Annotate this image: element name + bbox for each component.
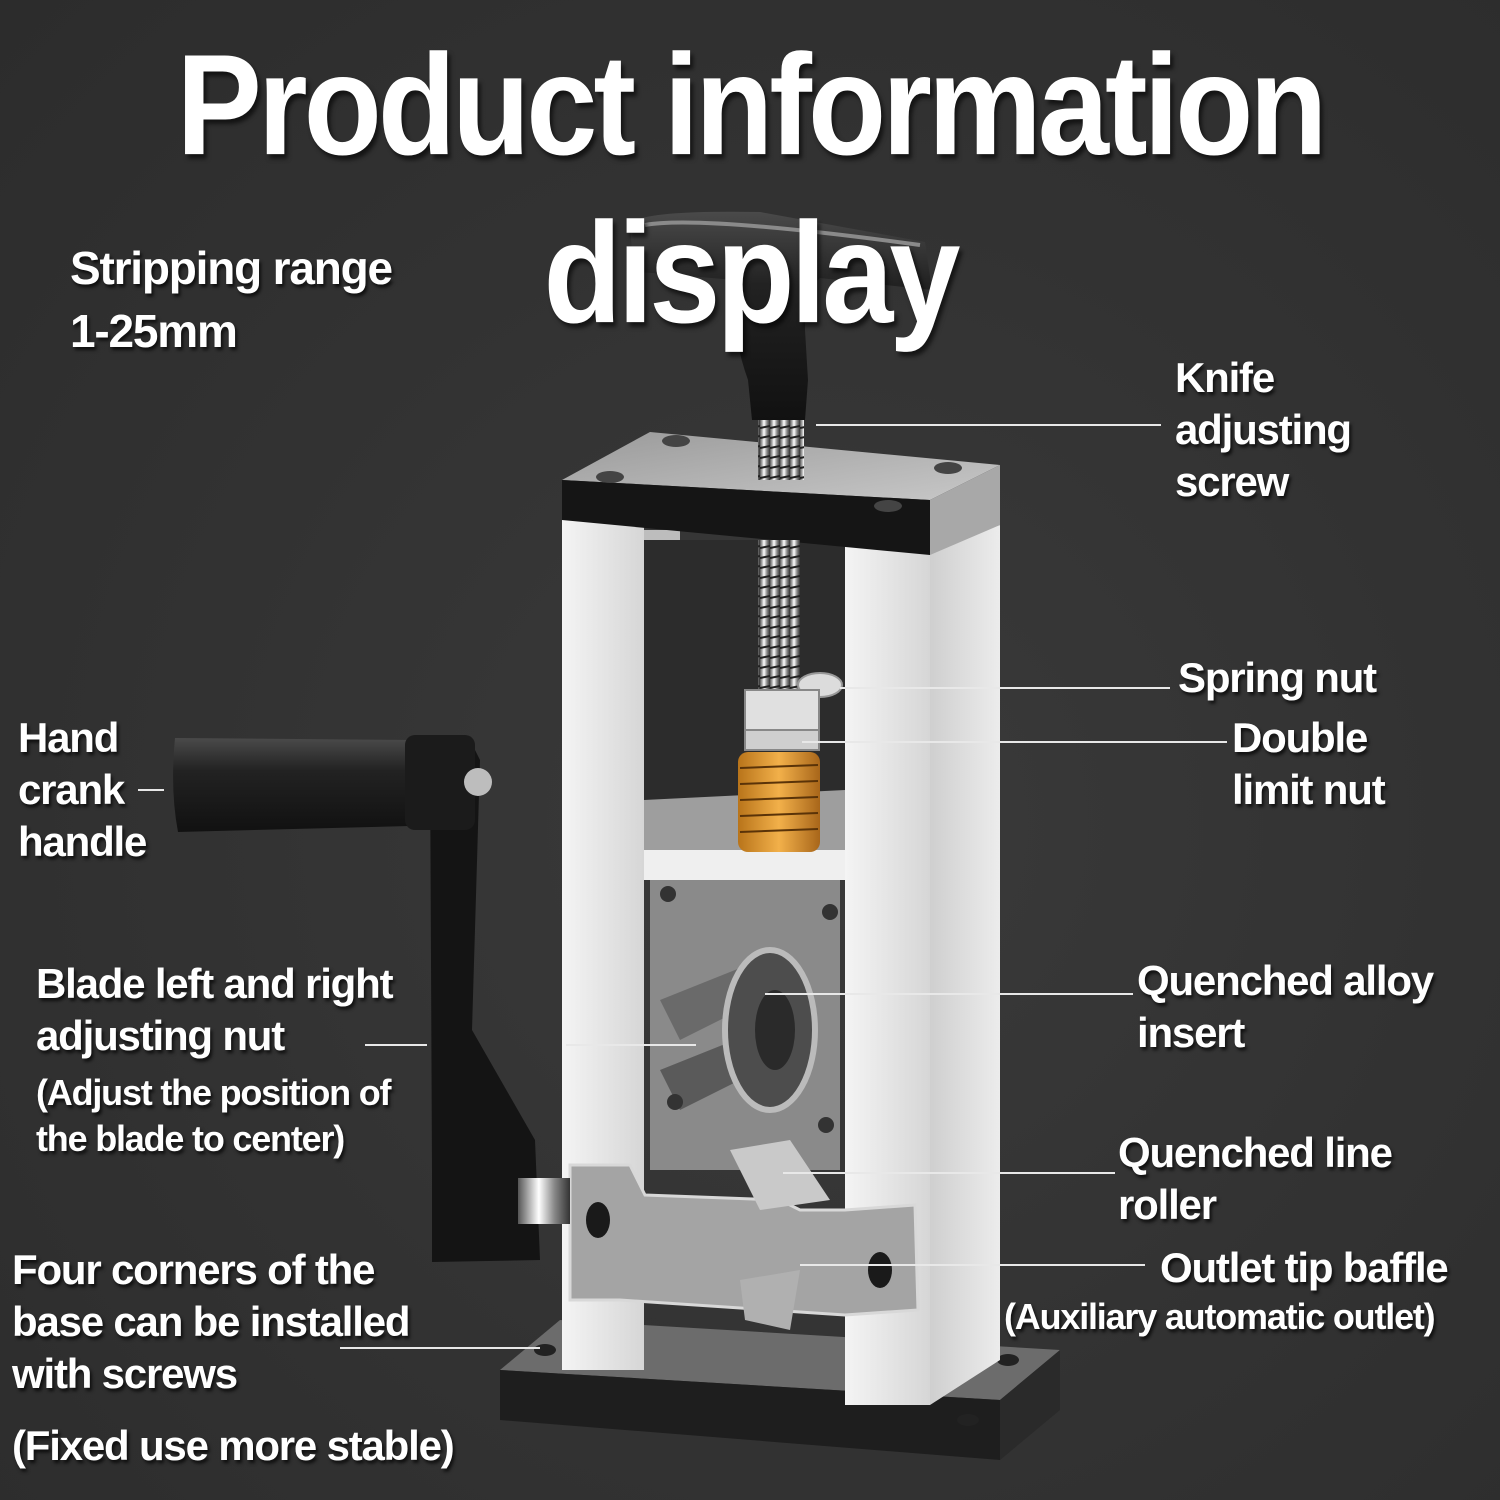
t-handle-knob bbox=[631, 211, 932, 420]
hand-crank bbox=[173, 735, 570, 1262]
leader-line bbox=[365, 1044, 427, 1046]
leader-line bbox=[800, 1264, 1145, 1266]
callout-double-limit-nut: Double limit nut bbox=[1232, 714, 1386, 813]
base-screw-hole bbox=[957, 1414, 979, 1426]
crank-grip bbox=[173, 738, 418, 832]
spring-nut-assembly bbox=[738, 672, 843, 852]
line-roller-gear bbox=[730, 1140, 830, 1210]
base-screw-hole bbox=[534, 1344, 556, 1356]
callout-quenched-line-roller: Quenched line roller bbox=[1118, 1129, 1393, 1228]
stripping-range-spec: Stripping range 1-25mm bbox=[70, 242, 393, 358]
base-screw-hole bbox=[997, 1354, 1019, 1366]
knife-adjusting-screw bbox=[758, 415, 804, 480]
callout-outlet-tip-baffle-note: (Auxiliary automatic outlet) bbox=[1004, 1296, 1436, 1337]
callout-knife-adjusting-screw: Knife adjusting screw bbox=[1175, 354, 1352, 505]
callout-hand-crank-handle: Hand crank handle bbox=[18, 714, 147, 865]
leader-line bbox=[340, 1347, 540, 1349]
page-title: Product information display bbox=[176, 25, 1327, 354]
callout-base-screws: Four corners of the base can be installe… bbox=[12, 1246, 411, 1397]
spring-coil bbox=[738, 752, 820, 852]
leader-line bbox=[138, 789, 164, 791]
leader-line bbox=[802, 741, 1227, 743]
leader-line bbox=[840, 687, 1170, 689]
callout-outlet-tip-baffle: Outlet tip baffle bbox=[1160, 1244, 1449, 1291]
callout-blade-adjusting-nut: Blade left and right adjusting nut bbox=[36, 960, 394, 1059]
leader-line bbox=[566, 1044, 696, 1046]
callout-base-screws-note: (Fixed use more stable) bbox=[12, 1422, 455, 1469]
blade-mechanism bbox=[650, 880, 840, 1170]
callout-blade-adjusting-note: (Adjust the position of the blade to cen… bbox=[36, 1072, 392, 1159]
leader-line bbox=[783, 1172, 1115, 1174]
callout-quenched-alloy-insert: Quenched alloy insert bbox=[1137, 957, 1434, 1056]
spec-label: Stripping range bbox=[70, 242, 393, 294]
screw-shaft bbox=[758, 540, 800, 690]
leader-line bbox=[816, 424, 1161, 426]
callout-spring-nut: Spring nut bbox=[1178, 654, 1377, 701]
spec-value: 1-25mm bbox=[70, 305, 238, 357]
outlet-baffle-plate bbox=[568, 1140, 920, 1330]
leader-line bbox=[765, 993, 1133, 995]
